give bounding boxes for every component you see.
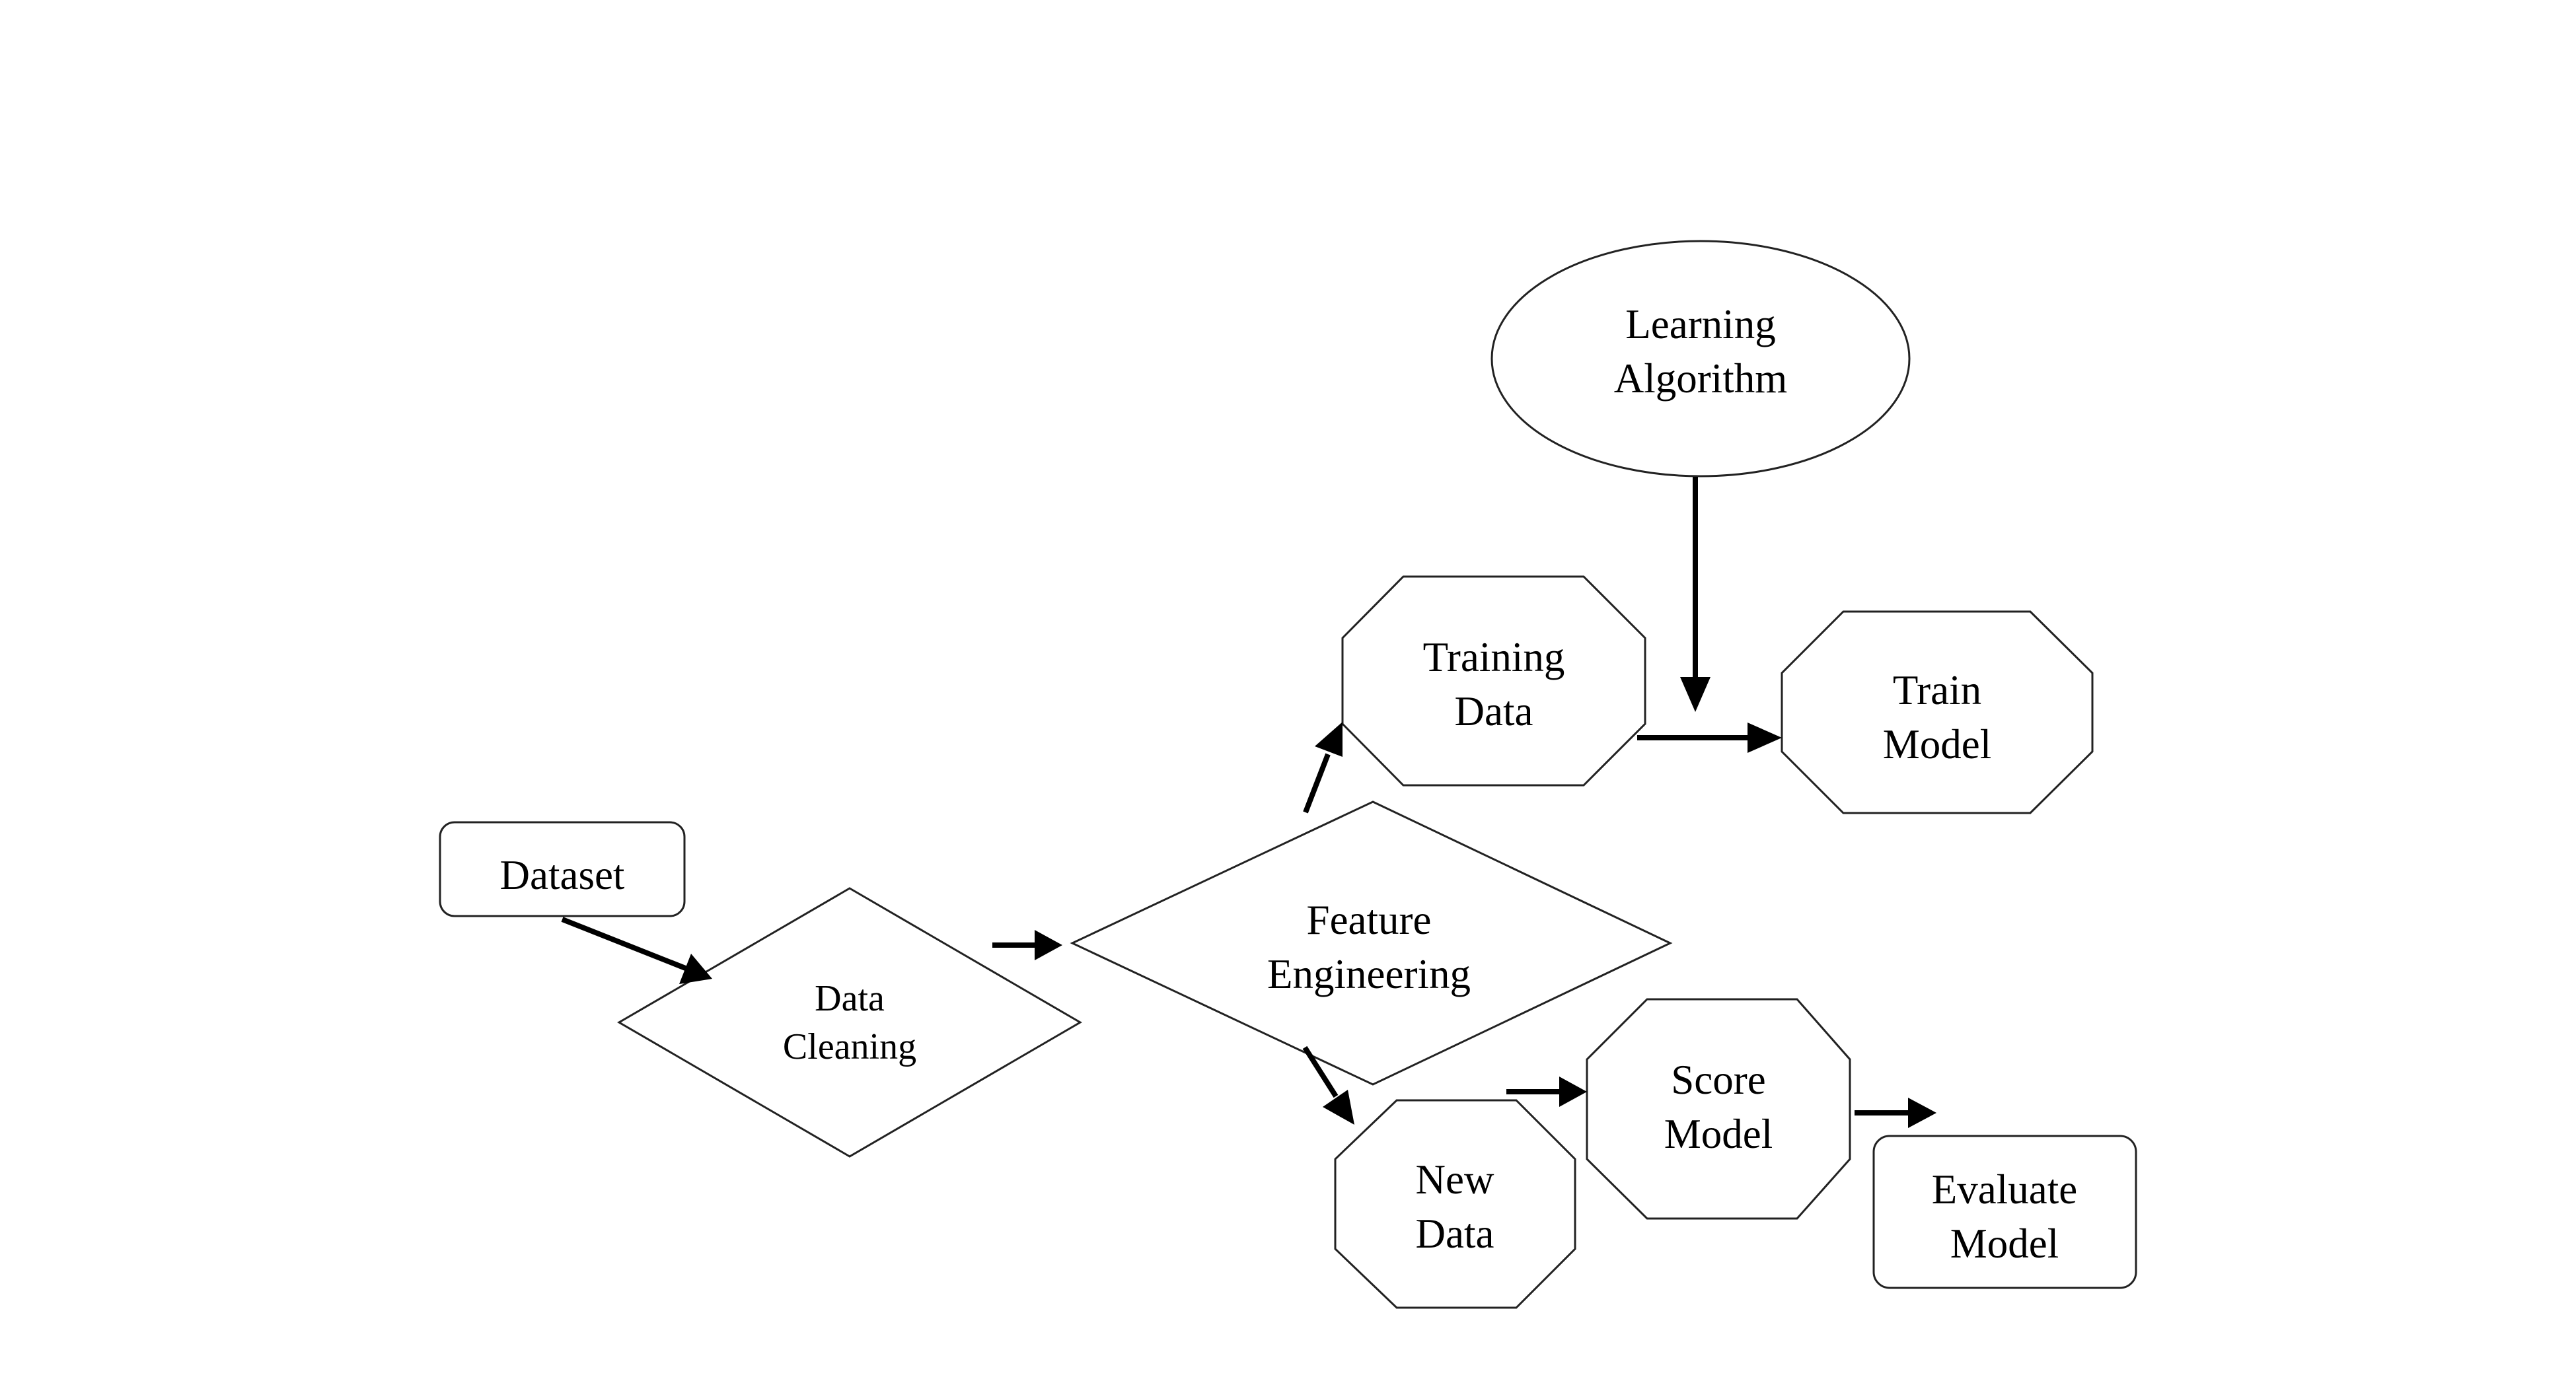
learning-algorithm-label-line2: Algorithm (1614, 355, 1788, 402)
score-model-octagon (1586, 998, 1851, 1220)
arrow-training-data-to-train-model (1637, 723, 1782, 753)
node-evaluate-model: Evaluate Model (1872, 1135, 2137, 1289)
evaluate-model-box (1872, 1135, 2137, 1289)
new-data-label-line2: Data (1416, 1211, 1494, 1257)
dataset-box (439, 821, 686, 917)
feature-engineering-label-line2: Engineering (1267, 951, 1471, 997)
data-cleaning-diamond (617, 887, 1082, 1158)
training-data-octagon (1341, 575, 1646, 787)
arrow-data-cleaning-to-feature-engineering (992, 930, 1062, 960)
train-model-octagon (1781, 610, 2094, 814)
node-score-model: Score Model (1586, 998, 1851, 1220)
node-learning-algorithm: Learning Algorithm (1490, 240, 1911, 478)
node-new-data: New Data (1334, 1099, 1576, 1309)
arrow-dataset-to-data-cleaning (561, 917, 712, 984)
node-data-cleaning: Data Cleaning (617, 887, 1082, 1158)
train-model-label-line2: Model (1883, 721, 1991, 767)
node-dataset: Dataset (439, 821, 686, 917)
arrow-feature-engineering-to-training-data (1303, 722, 1343, 814)
node-training-data: Training Data (1341, 575, 1646, 787)
training-data-label-line2: Data (1455, 688, 1533, 734)
arrow-score-model-to-evaluate-model (1855, 1098, 1936, 1128)
feature-engineering-label-line1: Feature (1307, 897, 1432, 943)
feature-engineering-diamond (1070, 800, 1673, 1086)
arrow-feature-engineering-to-new-data (1302, 1045, 1354, 1125)
data-cleaning-label-line2: Cleaning (783, 1026, 916, 1067)
learning-algorithm-label-line1: Learning (1625, 301, 1775, 347)
new-data-label-line1: New (1416, 1156, 1494, 1203)
learning-algorithm-ellipse (1490, 240, 1911, 478)
arrow-new-data-to-score-model (1506, 1077, 1587, 1107)
new-data-octagon (1334, 1099, 1576, 1309)
edges (561, 477, 1936, 1128)
evaluate-model-label-line1: Evaluate (1932, 1166, 2077, 1213)
data-cleaning-label-line1: Data (815, 978, 885, 1019)
score-model-label-line2: Model (1664, 1111, 1773, 1157)
training-data-label-line1: Training (1423, 634, 1565, 680)
train-model-label-line1: Train (1893, 667, 1981, 713)
node-feature-engineering: Feature Engineering (1070, 800, 1673, 1086)
dataset-label: Dataset (500, 852, 625, 898)
evaluate-model-label-line2: Model (1950, 1221, 2059, 1267)
node-train-model: Train Model (1781, 610, 2094, 814)
score-model-label-line1: Score (1671, 1057, 1765, 1103)
arrow-learning-algorithm-to-train-model (1680, 477, 1711, 712)
